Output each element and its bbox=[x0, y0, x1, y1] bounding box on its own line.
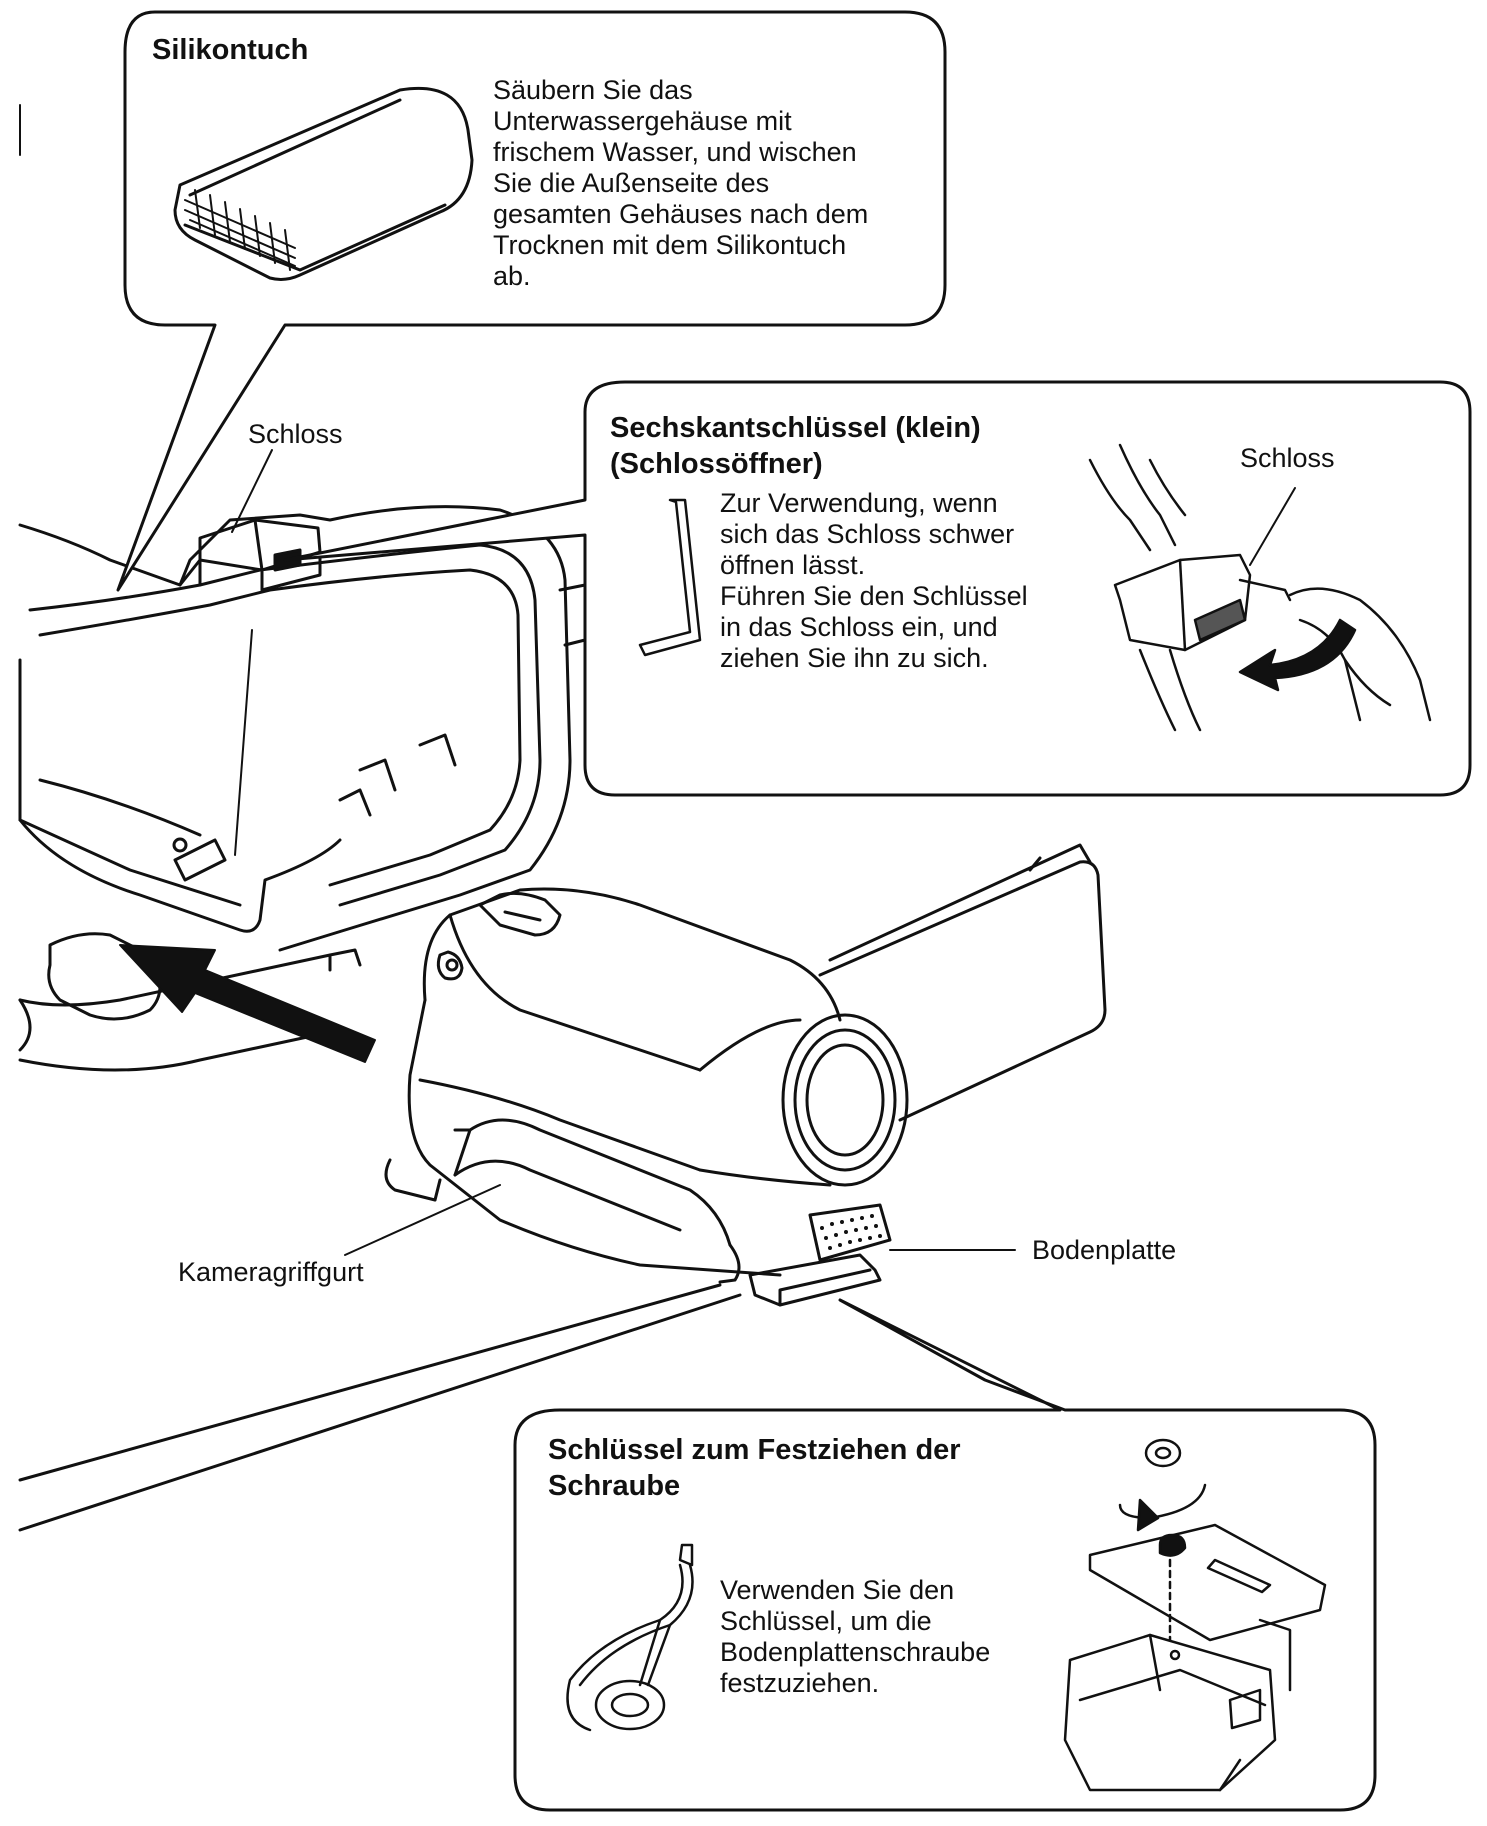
silicone-cloth-icon bbox=[173, 86, 474, 281]
label-schloss: Schloss bbox=[248, 419, 343, 449]
underwater-housing bbox=[18, 505, 587, 1072]
schloss-leader bbox=[231, 449, 273, 533]
speaker-grille-dots bbox=[820, 1214, 882, 1250]
lock-detail-icon bbox=[1088, 443, 1432, 732]
callout-silikontuch bbox=[116, 10, 947, 592]
silikontuch-title: Silikontuch bbox=[152, 34, 309, 66]
label-bodenplatte: Bodenplatte bbox=[1032, 1235, 1177, 1265]
silikontuch-text: Säubern Sie das Unterwassergehäuse mit f… bbox=[493, 75, 869, 291]
callout-schraube bbox=[513, 1298, 1377, 1812]
hex-key-icon bbox=[638, 498, 702, 657]
insert-arrow-icon bbox=[119, 944, 376, 1063]
callout-sechskant bbox=[283, 380, 1472, 797]
bodenplatte-detail-icon bbox=[1063, 1438, 1327, 1792]
schraube-title: Schlüssel zum Festziehen der Schraube bbox=[548, 1434, 961, 1502]
sechskant-text: Zur Verwendung, wenn sich das Schloss sc… bbox=[720, 488, 1028, 673]
kameragriffgurt-leader bbox=[344, 1184, 501, 1256]
screw-key-icon bbox=[566, 1543, 694, 1732]
schraube-text: Verwenden Sie den Schlüssel, um die Bode… bbox=[720, 1575, 991, 1698]
sechskant-title: Sechskantschlüssel (klein) (Schlossöffne… bbox=[610, 412, 981, 480]
housing-lock bbox=[178, 518, 322, 592]
label-kameragriffgurt: Kameragriffgurt bbox=[178, 1257, 364, 1287]
base-plate bbox=[748, 1253, 882, 1307]
sechskant-inset-label: Schloss bbox=[1240, 443, 1335, 473]
camcorder bbox=[384, 843, 1107, 1307]
